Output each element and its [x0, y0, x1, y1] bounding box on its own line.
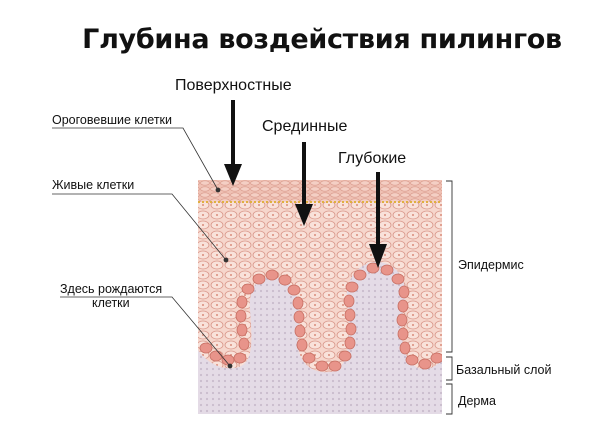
stratum-corneum: [198, 180, 442, 202]
skin-cross-section: [198, 180, 442, 414]
label-born-cells-line2: клетки: [92, 296, 130, 310]
label-medium-peel: Срединные: [262, 118, 348, 135]
page-title: Глубина воздействия пилингов: [82, 24, 562, 55]
epidermis-layer: [198, 180, 442, 373]
label-epidermis: Эпидермис: [458, 258, 524, 272]
label-keratinized-cells: Ороговевшие клетки: [52, 113, 173, 127]
label-deep-peel: Глубокие: [338, 150, 407, 167]
left-leaders: [52, 127, 233, 369]
bracket-dermis: [446, 383, 453, 415]
right-brackets: [446, 180, 453, 415]
bracket-basal: [446, 356, 453, 381]
label-living-cells: Живые клетки: [52, 178, 135, 192]
leader-born: [60, 296, 231, 367]
label-dermis: Дерма: [458, 394, 496, 408]
label-basal-layer: Базальный слой: [456, 363, 552, 377]
label-surface-peel: Поверхностные: [175, 77, 292, 94]
peel-arrows: [224, 100, 387, 268]
label-born-cells-line1: Здесь рождаются: [60, 282, 163, 296]
basal-cells: [199, 262, 442, 372]
leader-keratinized: [52, 127, 219, 191]
leader-living: [52, 193, 227, 261]
bracket-epidermis: [446, 180, 453, 353]
